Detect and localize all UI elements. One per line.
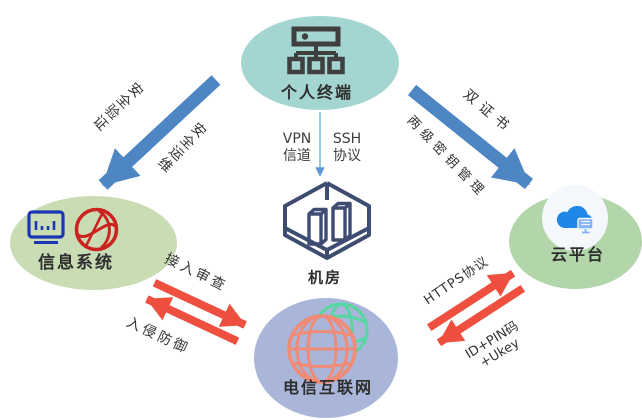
ssh-protocol-label: SSH 协议 — [333, 131, 361, 165]
globe-icon — [287, 302, 369, 384]
monitor-icon — [27, 210, 65, 244]
info-system-label: 信息系统 — [38, 253, 114, 274]
server-room-label: 机房 — [307, 268, 343, 287]
red-exchange-arrows-left — [145, 279, 247, 345]
red-exchange-arrows-right — [426, 269, 526, 347]
vpn-line2: 信道 — [283, 148, 311, 164]
telecom-internet-label: 电信互联网 — [282, 377, 374, 397]
cloud-platform-label: 云平台 — [550, 244, 606, 264]
blue-arrow-terminal-to-cloud — [407, 84, 534, 190]
globe-icon — [74, 207, 119, 252]
blue-arrow-terminal-to-infosystem — [98, 75, 221, 190]
ssh-line2: 协议 — [333, 148, 361, 164]
server-room-icon — [283, 181, 371, 260]
node-personal-terminal — [241, 16, 399, 110]
sitemap-icon — [287, 26, 345, 75]
cloud-icon — [556, 205, 594, 234]
ssh-line1: SSH — [332, 131, 362, 147]
vpn-channel-label: VPN 信道 — [283, 131, 312, 165]
terminal-label: 个人终端 — [280, 82, 354, 102]
cloud-icon-badge — [542, 185, 608, 251]
vpn-line1: VPN — [282, 131, 312, 147]
